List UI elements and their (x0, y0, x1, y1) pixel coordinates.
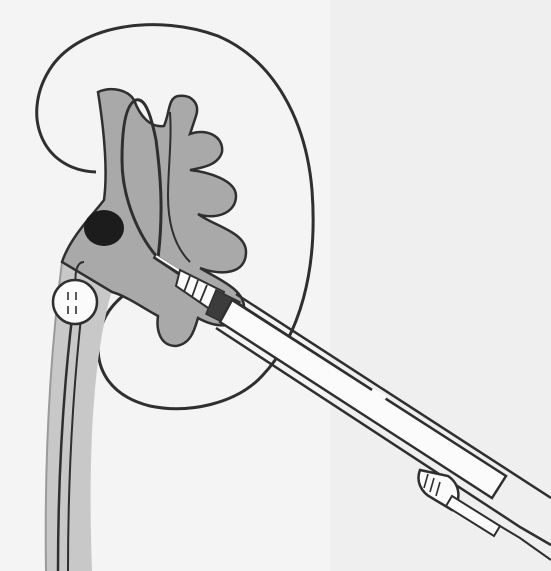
occlusion-balloon (53, 280, 97, 324)
kidney-stone (84, 210, 124, 246)
